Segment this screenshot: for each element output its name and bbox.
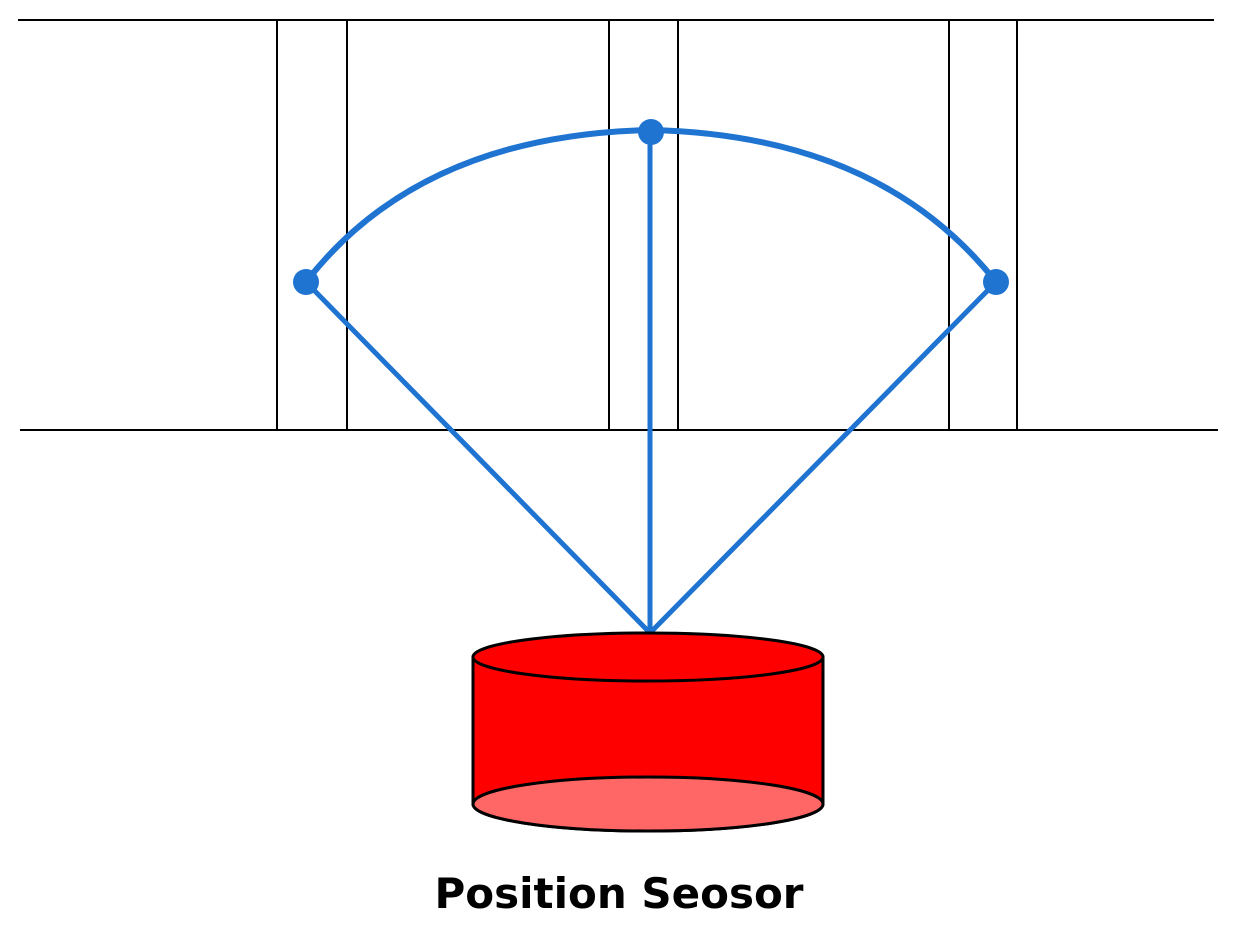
beam-target-center-dot-icon [638,119,664,145]
beam-target-left-dot-icon [293,269,319,295]
beam-right [647,279,999,636]
column-lines [276,20,1018,430]
beam-left [303,279,653,636]
cylinder-sensor-icon [471,631,825,833]
diagram-caption: Position Seosor [434,869,804,918]
sensor-top [471,631,825,683]
beam-target-right-dot-icon [983,269,1009,295]
sensor-beams [303,129,999,636]
sensor-bottom-face [471,775,825,833]
